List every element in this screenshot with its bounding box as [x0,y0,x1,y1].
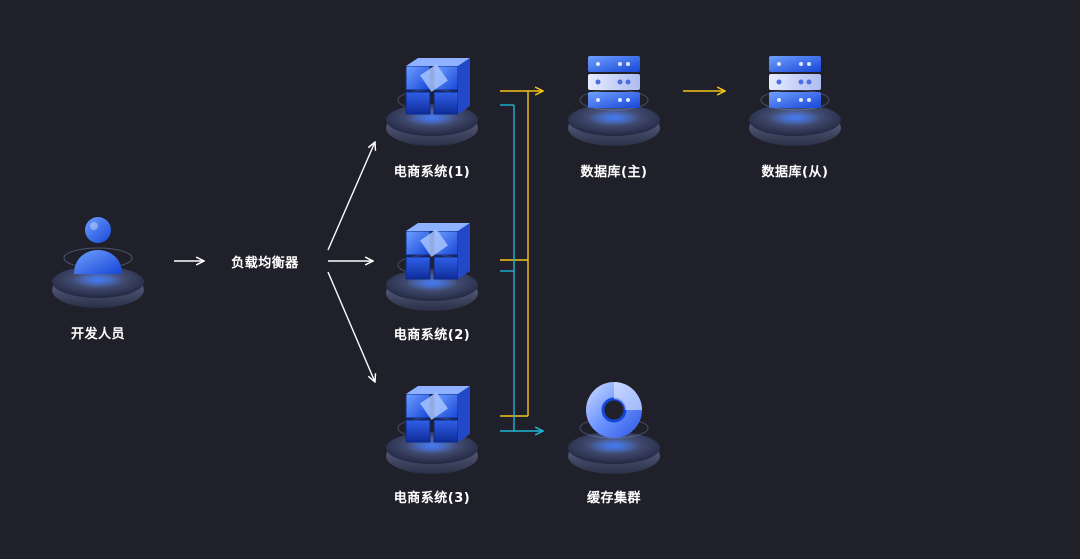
db-master-label: 数据库(主) [580,165,648,180]
server-icon [579,56,649,111]
db-link-lines [500,91,543,417]
server-icon [760,56,830,111]
platform-ecom-1 [386,104,478,146]
arrow-lb-to-ecom-3 [327,271,375,382]
cube-blocks-icon [397,58,470,115]
ecom-2-label: 电商系统(2) [393,328,471,343]
load-balancer-label: 负载均衡器 [231,256,299,271]
db-slave-label: 数据库(从) [761,165,829,180]
cache-link-lines [500,104,543,431]
developer-label: 开发人员 [70,327,126,342]
platform-db-slave [749,104,841,146]
cube-blocks-icon [397,223,470,280]
platform-db-master [568,104,660,146]
ring-icon [579,382,649,439]
ecom-3-label: 电商系统(3) [393,491,471,506]
ecom-1-label: 电商系统(1) [393,165,471,180]
cache-cluster-label: 缓存集群 [586,491,642,506]
user-icon [63,217,133,274]
platform-cache [568,432,660,474]
arrow-lb-to-ecom-1 [327,142,375,251]
cube-blocks-icon [397,386,470,443]
